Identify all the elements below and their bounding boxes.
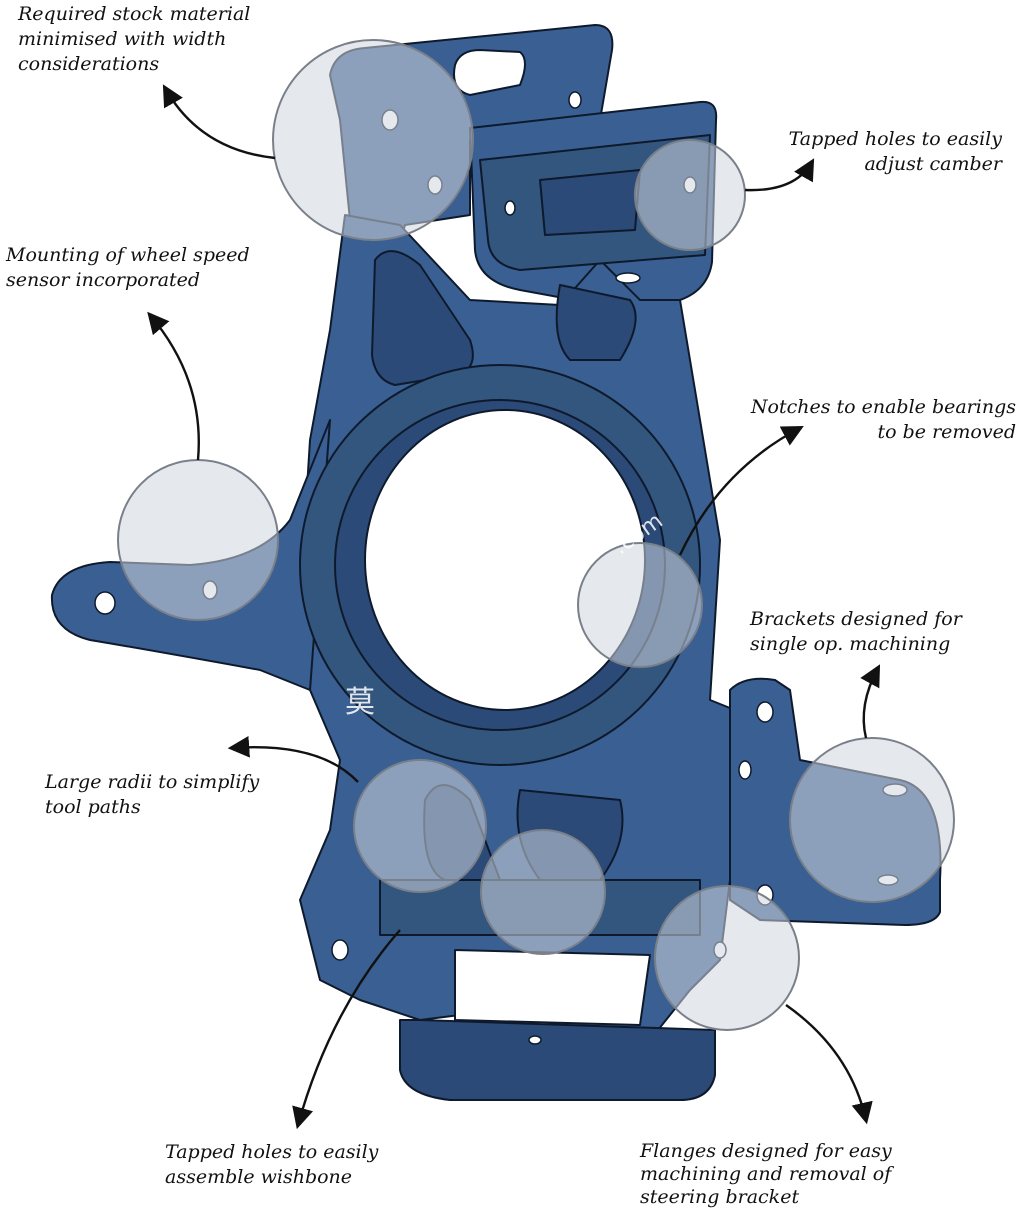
callout-line: Tapped holes to easily: [788, 128, 1002, 150]
callout-line: to be removed: [877, 421, 1016, 443]
callout-line: assemble wishbone: [165, 1166, 353, 1188]
lower-flange: [399, 1019, 716, 1101]
callout-radii: Large radii to simplify tool paths: [45, 770, 259, 820]
highlight-brackets: [789, 737, 955, 903]
callout-line: Flanges designed for easy: [640, 1140, 892, 1162]
upright-part: [50, 24, 942, 1101]
callout-line: steering bracket: [640, 1186, 800, 1208]
callout-line: single op. machining: [750, 633, 951, 655]
callout-line: Mounting of wheel speed: [6, 244, 250, 266]
arrow-stock: [162, 84, 276, 160]
arrow-notches: [678, 425, 804, 556]
callout-notches: Notches to enable bearings to be removed: [751, 395, 1016, 445]
highlight-stock: [272, 39, 474, 241]
callout-line: machining and removal of: [640, 1163, 892, 1185]
highlight-notches: [577, 542, 703, 668]
callout-line: Notches to enable bearings: [750, 396, 1016, 418]
callout-brackets: Brackets designed for single op. machini…: [750, 607, 962, 657]
arrow-sensor: [147, 311, 200, 461]
callout-flanges: Flanges designed for easy machining and …: [640, 1140, 892, 1209]
callout-arrows: [147, 84, 881, 1130]
callout-line: considerations: [18, 53, 160, 75]
callout-line: minimised with width: [18, 28, 227, 50]
callout-sensor: Mounting of wheel speed sensor incorpora…: [6, 243, 250, 293]
arrow-camber: [744, 158, 815, 192]
callout-line: Tapped holes to easily: [165, 1141, 379, 1163]
arrow-radii: [227, 736, 359, 783]
highlight-circles: [117, 39, 955, 1031]
arrow-flanges: [785, 1004, 873, 1125]
callout-line: Brackets designed for: [750, 608, 962, 630]
highlight-camber: [634, 139, 746, 251]
highlight-radii: [353, 759, 487, 893]
highlight-flanges: [654, 885, 800, 1031]
arrow-wishbone: [292, 929, 401, 1130]
callout-line: Large radii to simplify: [45, 771, 260, 793]
callout-line: Required stock material: [18, 3, 251, 25]
callout-camber: Tapped holes to easily adjust camber: [789, 127, 1002, 177]
highlight-sensor: [117, 459, 279, 621]
callout-stock: Required stock material minimised with w…: [18, 2, 250, 77]
callout-line: tool paths: [45, 796, 141, 818]
callout-wishbone: Tapped holes to easily assemble wishbone: [165, 1140, 378, 1190]
highlight-wishbone: [480, 829, 606, 955]
callout-line: adjust camber: [864, 153, 1002, 175]
watermark-left: 莫: [345, 685, 375, 720]
arrow-brackets: [860, 664, 881, 739]
callout-line: sensor incorporated: [6, 269, 201, 291]
